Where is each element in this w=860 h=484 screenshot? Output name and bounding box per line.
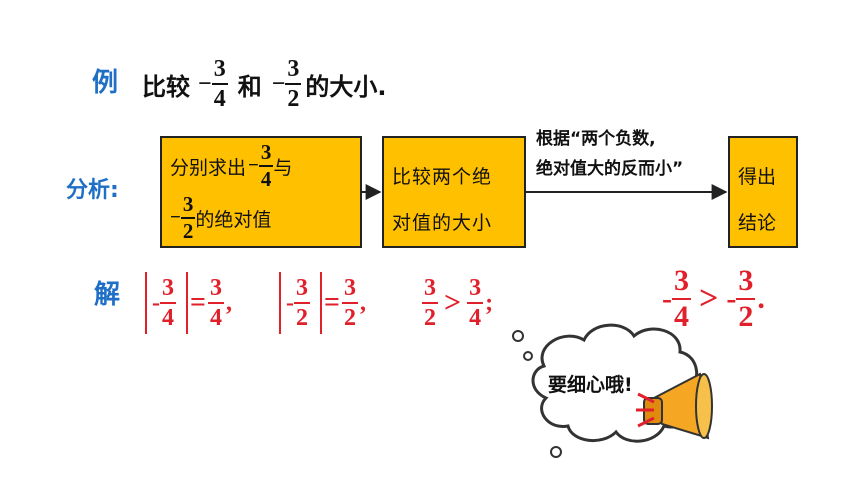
rule-note-line2: 绝对值大的反而小”: [536, 159, 684, 179]
minus-sign: −: [170, 207, 181, 228]
box1-line1: 分别求出: [170, 156, 247, 179]
box1-line2: 的绝对值: [195, 208, 272, 231]
example-label: 例: [92, 68, 119, 98]
abs-bar-right: [320, 272, 322, 334]
step-box-conclusion: 得出 结论: [728, 136, 798, 248]
reminder-bubble: [512, 323, 713, 458]
abs-bar-left: [145, 272, 147, 334]
minus-sign: −: [198, 70, 212, 97]
rule-note-line1: 根据“两个负数,: [536, 129, 656, 149]
minus-sign: −: [271, 70, 286, 97]
compare-text: 比较: [142, 72, 190, 101]
box2-line2: 对值的大小: [392, 212, 493, 234]
size-text: 的大小.: [305, 72, 387, 101]
reminder-text: 要细心哦!: [548, 374, 633, 396]
solution-label: 解: [94, 280, 121, 310]
analysis-label: 分析:: [66, 178, 119, 203]
and-text: 和: [237, 72, 262, 101]
box2-line1: 比较两个绝: [392, 166, 493, 188]
box3-line1: 得出: [738, 166, 777, 188]
abs-bar-left: [279, 272, 281, 334]
box3-line2: 结论: [738, 212, 777, 234]
rule-note: 根据“两个负数, 绝对值大的反而小”: [536, 124, 683, 184]
abs-bar-right: [186, 272, 188, 334]
megaphone-icon: [636, 372, 713, 440]
step-box-compare: 比较两个绝 对值的大小: [382, 136, 526, 248]
box1-and: 与: [273, 156, 293, 179]
minus-sign: −: [248, 155, 259, 176]
